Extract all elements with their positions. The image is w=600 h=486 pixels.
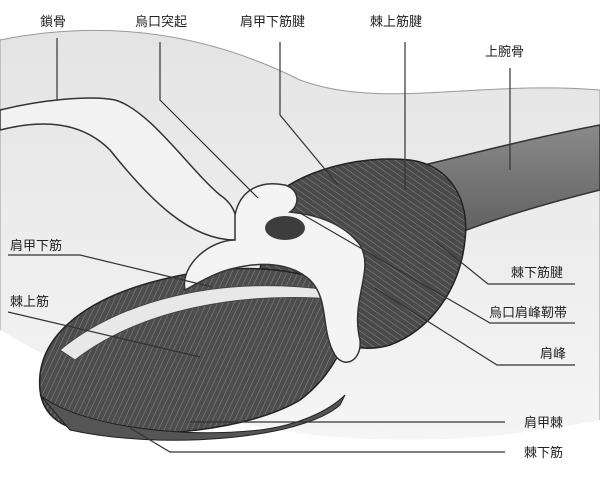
label-supraspinatus-tendon: 棘上筋腱 <box>370 15 423 30</box>
label-humerus: 上腕骨 <box>485 45 525 60</box>
leader-coracoacromial <box>299 212 575 324</box>
infraspinatus-edge <box>39 394 346 441</box>
leader-infraspinatus <box>129 427 505 453</box>
lower-band <box>0 330 600 486</box>
label-coracoid-process: 烏口突起 <box>135 15 188 30</box>
label-clavicle: 鎖骨 <box>40 15 67 30</box>
label-supraspinatus: 棘上筋 <box>10 295 50 310</box>
label-coracoacromial-ligament: 烏口肩峰靭帯 <box>489 306 568 321</box>
leader-supraspinatus <box>7 311 201 358</box>
leader-subscapularis-tendon <box>279 42 339 186</box>
coracoid-acromion <box>183 183 366 363</box>
leader-lines <box>7 38 575 453</box>
label-acromion: 肩峰 <box>540 347 567 362</box>
leader-infraspinatus-tendon <box>435 241 575 285</box>
leader-acromion <box>374 287 575 366</box>
label-scapular-spine: 肩甲棘 <box>524 416 564 431</box>
label-infraspinatus-tendon: 棘下筋腱 <box>511 266 564 281</box>
label-subscapularis: 肩甲下筋 <box>10 239 63 254</box>
coracoid-hole <box>265 216 305 240</box>
label-infraspinatus: 棘下筋 <box>524 446 564 461</box>
leader-subscapularis <box>8 254 213 288</box>
label-subscapularis-tendon: 肩甲下筋腱 <box>240 15 306 30</box>
leader-coracoid <box>159 42 259 199</box>
